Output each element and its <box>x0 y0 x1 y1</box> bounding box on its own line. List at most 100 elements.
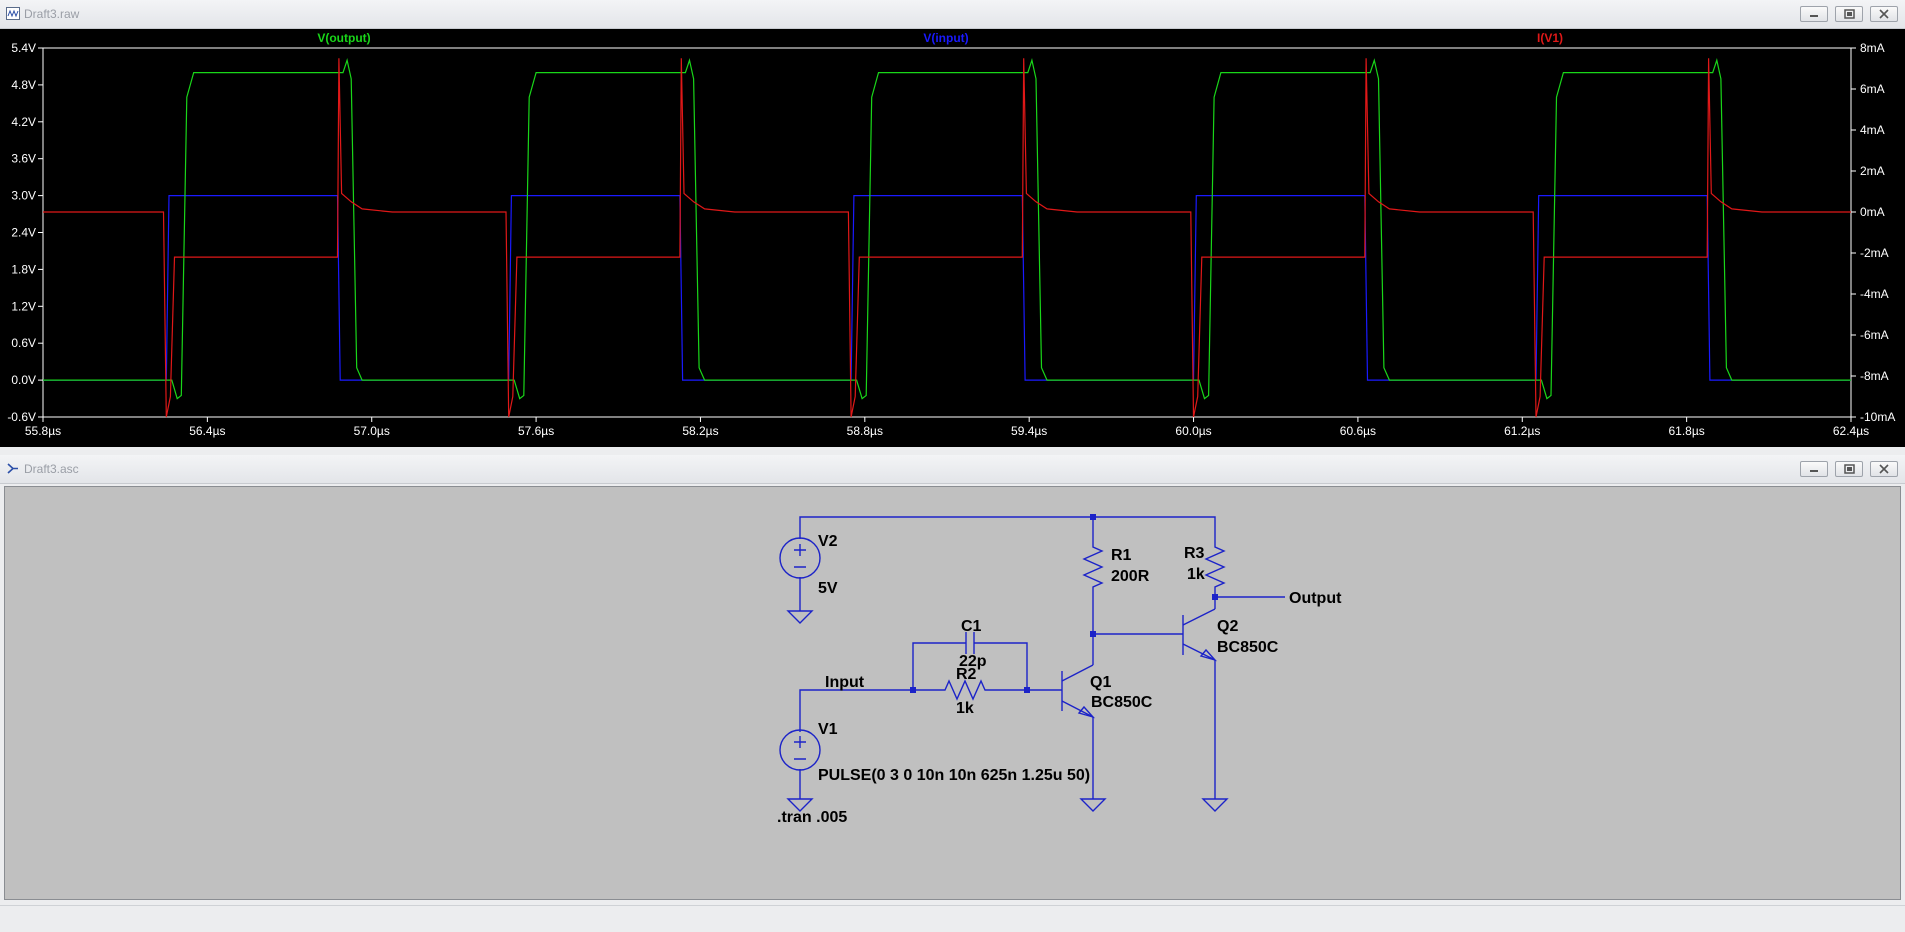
x-tick-label: 60.6µs <box>1340 424 1376 438</box>
wire-c1-right[interactable] <box>974 642 1028 690</box>
y-right-tick-label: 6mA <box>1860 82 1885 96</box>
close-button[interactable] <box>1870 461 1898 477</box>
q1-value: BC850C <box>1091 694 1153 711</box>
x-tick-label: 62.4µs <box>1833 424 1869 438</box>
x-tick-label: 57.6µs <box>518 424 554 438</box>
c1-name: C1 <box>961 618 982 635</box>
legend-entry[interactable]: I(V1) <box>1537 31 1563 45</box>
x-tick-label: 61.2µs <box>1504 424 1540 438</box>
r2-name: R2 <box>956 666 977 683</box>
x-tick-label: 58.2µs <box>682 424 718 438</box>
status-bar <box>0 905 1905 932</box>
y-left-tick-label: -0.6V <box>7 410 36 424</box>
r2-value: 1k <box>956 700 974 717</box>
junction-dot <box>1090 514 1096 520</box>
x-tick-label: 58.8µs <box>847 424 883 438</box>
v2-value: 5V <box>818 580 838 597</box>
y-left-tick-label: 3.6V <box>11 152 36 166</box>
r3-name: R3 <box>1184 545 1205 562</box>
q2-value: BC850C <box>1217 639 1279 656</box>
q2-name: Q2 <box>1217 618 1238 635</box>
y-right-tick-label: -4mA <box>1860 287 1889 301</box>
ground-v1 <box>786 798 814 812</box>
restore-button[interactable] <box>1835 461 1863 477</box>
minimize-icon <box>1810 15 1818 17</box>
y-right-tick-label: -6mA <box>1860 328 1889 342</box>
c1-value: 22p <box>959 653 987 670</box>
y-left-tick-label: 3.0V <box>11 189 36 203</box>
minimize-button[interactable] <box>1800 6 1828 22</box>
junction-dot <box>910 687 916 693</box>
y-right-tick-label: 2mA <box>1860 164 1885 178</box>
y-left-tick-label: 0.6V <box>11 336 36 350</box>
schematic-window: Draft3.asc <box>0 455 1905 905</box>
junction-dot <box>1090 631 1096 637</box>
y-right-tick-label: 4mA <box>1860 123 1885 137</box>
r1-name: R1 <box>1111 547 1132 564</box>
y-right-tick-label: 8mA <box>1860 41 1885 55</box>
schematic-window-titlebar[interactable]: Draft3.asc <box>0 455 1905 484</box>
y-right-tick-label: -2mA <box>1860 246 1889 260</box>
spice-directive[interactable]: .tran .005 <box>777 809 847 826</box>
wire-input-net[interactable] <box>799 689 913 732</box>
waveform-window-icon <box>6 7 20 20</box>
legend-entry[interactable]: V(output) <box>317 31 370 45</box>
y-left-tick-label: 0.0V <box>11 373 36 387</box>
minimize-icon <box>1810 470 1818 472</box>
waveform-window: Draft3.raw 55.8µs 56.4µs 57.0µs 57.6µs 58.2µ… <box>0 0 1905 448</box>
x-tick-label: 55.8µs <box>25 424 61 438</box>
trace-i-v1 <box>43 58 1851 418</box>
x-tick-label: 61.8µs <box>1668 424 1704 438</box>
waveform-window-titlebar[interactable]: Draft3.raw <box>0 0 1905 29</box>
minimize-button[interactable] <box>1800 461 1828 477</box>
q1-emitter[interactable] <box>1061 700 1094 718</box>
chart-traces <box>43 58 1851 418</box>
legend-entry[interactable]: V(input) <box>923 31 968 45</box>
schematic-window-title: Draft3.asc <box>24 462 79 476</box>
q2-emitter-arrow <box>1199 648 1218 662</box>
schematic-window-icon <box>7 463 18 474</box>
schematic-canvas[interactable]: V2 5V R1 200R R3 1k Output Q2 BC850C C1 … <box>4 486 1901 900</box>
v2-source[interactable] <box>779 537 821 579</box>
y-left-tick-label: 5.4V <box>11 41 36 55</box>
x-tick-label: 57.0µs <box>354 424 390 438</box>
close-button[interactable] <box>1870 6 1898 22</box>
q2-collector[interactable] <box>1182 608 1216 626</box>
r3-resistor[interactable] <box>1204 543 1226 591</box>
y-right-tick-label: -8mA <box>1860 369 1889 383</box>
q1-collector[interactable] <box>1061 664 1094 682</box>
y-left-tick-label: 4.2V <box>11 115 36 129</box>
ground-q1 <box>1079 798 1107 812</box>
y-left-tick-label: 1.8V <box>11 262 36 276</box>
y-left-tick-label: 2.4V <box>11 226 36 240</box>
wire-top-rail[interactable] <box>799 516 1216 543</box>
r1-value: 200R <box>1111 568 1150 585</box>
ground-v2 <box>786 610 814 624</box>
restore-icon <box>1844 9 1855 19</box>
v1-source[interactable] <box>779 729 821 771</box>
x-tick-label: 60.0µs <box>1175 424 1211 438</box>
q2-emitter[interactable] <box>1182 643 1216 661</box>
r1-resistor[interactable] <box>1082 543 1104 591</box>
input-net-label: Input <box>825 674 865 691</box>
q1-emitter-arrow <box>1077 705 1096 719</box>
junction-dot <box>1212 594 1218 600</box>
v1-value: PULSE(0 3 0 10n 10n 625n 1.25u 50) <box>818 767 1090 784</box>
trace-v-output <box>43 58 1851 400</box>
output-net-label: Output <box>1289 590 1342 607</box>
y-right-tick-label: 0mA <box>1860 205 1885 219</box>
r2-resistor[interactable] <box>913 679 1027 701</box>
restore-button[interactable] <box>1835 6 1863 22</box>
y-right-tick-label: -10mA <box>1860 410 1895 424</box>
r3-value: 1k <box>1187 566 1205 583</box>
v1-name: V1 <box>818 721 838 738</box>
wire-c1-left[interactable] <box>912 642 966 690</box>
schematic-drawing[interactable]: V2 5V R1 200R R3 1k Output Q2 BC850C C1 … <box>5 487 1900 899</box>
x-tick-label: 56.4µs <box>189 424 225 438</box>
q1-name: Q1 <box>1090 674 1111 691</box>
chart-axes <box>42 47 1852 418</box>
y-left-tick-label: 1.2V <box>11 299 36 313</box>
y-left-tick-label: 4.8V <box>11 78 36 92</box>
